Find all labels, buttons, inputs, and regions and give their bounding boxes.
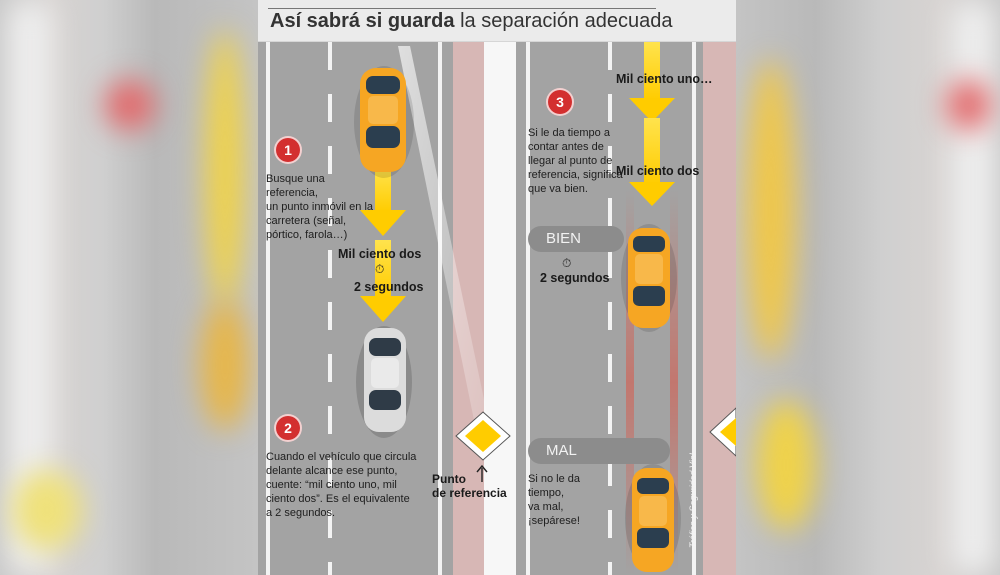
step-3-line: referencia, significa xyxy=(528,169,623,181)
reference-sign-icon xyxy=(709,407,736,457)
step-2-line: Cuando el vehículo que circula xyxy=(266,451,417,463)
step-3-line: Si le da tiempo a xyxy=(528,127,610,139)
reference-point-label: Punto de referencia xyxy=(432,472,507,500)
arrow-down-icon xyxy=(360,168,406,236)
left-count-label: Mil ciento dos xyxy=(338,247,422,261)
step-2-line: delante alcance ese punto, xyxy=(266,465,398,477)
left-count-time: 2 segundos xyxy=(354,280,424,294)
bad-line: ¡sepárese! xyxy=(528,515,580,527)
bad-line: Si no le da xyxy=(528,473,580,485)
right-count-time: 2 segundos xyxy=(540,271,610,285)
step-1-line: pórtico, farola…) xyxy=(266,229,348,241)
sight-beam xyxy=(398,46,490,430)
arrow-down-icon xyxy=(360,240,406,322)
step-3-badge: 3 xyxy=(548,90,572,114)
page-title: Así sabrá si guarda la separación adecua… xyxy=(270,10,672,33)
step-1-line: un punto inmóvil en la xyxy=(266,201,374,213)
yellow-car-bad xyxy=(625,464,681,572)
step-2-line: a 2 segundos. xyxy=(266,507,336,519)
title-bar: Así sabrá si guarda la separación adecua… xyxy=(258,0,736,42)
right-count-label-top: Mil ciento uno… xyxy=(616,72,713,86)
arrow-down-icon xyxy=(629,42,675,122)
step-1-badge: 1 xyxy=(276,138,300,162)
step-3-line: contar antes de xyxy=(528,141,604,153)
stopwatch-icon: ⏱ xyxy=(562,256,572,270)
bad-line: tiempo, xyxy=(528,487,565,499)
reference-point-line2: de referencia xyxy=(432,486,507,500)
road-divider xyxy=(484,42,516,575)
infographic: Así sabrá si guarda la separación adecua… xyxy=(258,0,736,575)
status-good-pill: BIEN xyxy=(528,226,624,252)
title-regular: la separación adecuada xyxy=(460,10,673,32)
step-1-line: Busque una referencia, xyxy=(266,173,325,199)
step-1-text: Busque una referencia, un punto inmóvil … xyxy=(266,172,376,242)
step-3-line: que va bien. xyxy=(528,183,588,195)
step-2-text: Cuando el vehículo que circula delante a… xyxy=(266,450,442,520)
arrow-down-icon xyxy=(629,118,675,206)
yellow-car-good xyxy=(621,224,677,332)
bad-line: va mal, xyxy=(528,501,564,513)
arrow-up-icon xyxy=(476,464,488,482)
bad-text: Si no le da tiempo, va mal, ¡sepárese! xyxy=(528,472,608,528)
reference-sign-icon xyxy=(455,411,511,461)
step-1-line: carretera (señal, xyxy=(266,215,347,227)
reference-point-line1: Punto xyxy=(432,472,466,486)
right-count-label-mid: Mil ciento dos xyxy=(616,164,700,178)
blurred-background-left xyxy=(0,0,258,575)
step-2-badge: 2 xyxy=(276,416,300,440)
illustration-layer xyxy=(354,42,736,575)
stopwatch-icon: ⏱ xyxy=(375,262,385,276)
white-car-ahead xyxy=(356,326,412,438)
step-3-line: llegar al punto de xyxy=(528,155,613,167)
status-bad-pill: MAL xyxy=(528,438,670,464)
credit-text: Tráfico y Seguridad Vial xyxy=(688,453,698,548)
blurred-background-right xyxy=(736,0,1000,575)
step-2-line: cuente: “mil ciento uno, mil xyxy=(266,479,397,491)
yellow-car-following xyxy=(354,66,414,178)
step-3-text: Si le da tiempo a contar antes de llegar… xyxy=(528,126,636,196)
title-bold: Así sabrá si guarda xyxy=(270,10,455,32)
step-2-line: ciento dos”. Es el equivalente xyxy=(266,493,410,505)
